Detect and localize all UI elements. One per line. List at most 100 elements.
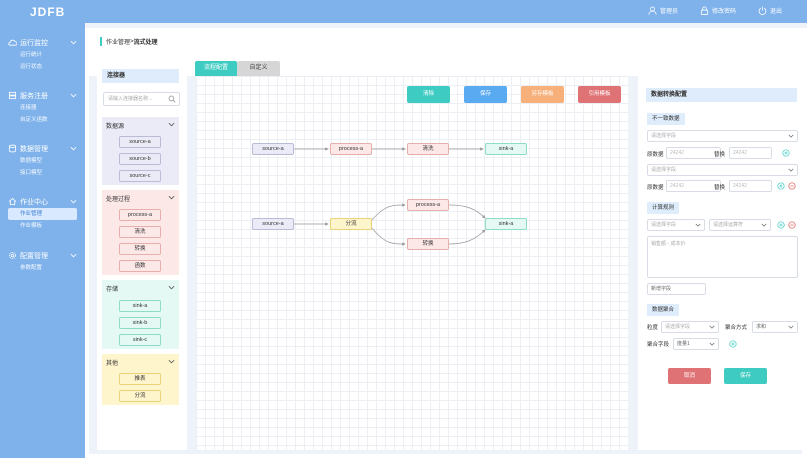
connector-item[interactable]: 函数 [119, 260, 161, 272]
home-icon [8, 197, 17, 206]
operator-select[interactable]: 请选择运算符 [709, 219, 771, 231]
cancel-button[interactable]: 取消 [668, 368, 711, 384]
chevron-down-icon [70, 146, 77, 151]
connector-item[interactable]: 转换 [119, 243, 161, 255]
flow-canvas[interactable] [196, 76, 628, 450]
connector-item[interactable]: source-c [119, 170, 161, 182]
connector-item[interactable]: source-b [119, 153, 161, 165]
connector-item[interactable]: sink-b [119, 317, 161, 329]
flow-edge [448, 229, 486, 245]
connector-item[interactable]: sink-c [119, 334, 161, 346]
sidebar-item-connector[interactable]: 连接器 [20, 105, 37, 111]
agg-field-select[interactable]: 度量1 [673, 338, 719, 350]
raw-data-input[interactable]: 24242 [666, 180, 721, 192]
expression-textarea[interactable]: 销售额 - 成本价 [647, 236, 798, 278]
search-icon [168, 95, 176, 103]
sidebar-group-job-header[interactable]: 作业中心 [0, 195, 85, 208]
sidebar-item-job-template[interactable]: 作业模板 [20, 223, 43, 229]
flow-node-sink[interactable]: sink-a [485, 218, 527, 230]
tab-flow-config[interactable]: 流程配置 [195, 61, 237, 76]
user-icon [648, 6, 657, 15]
lock-icon [700, 6, 709, 15]
clear-button[interactable]: 清除 [407, 86, 450, 103]
new-field-input[interactable]: 新增字段 [647, 283, 706, 295]
chevron-down-icon[interactable] [168, 194, 175, 201]
user-menu[interactable]: 管理员 [648, 6, 678, 15]
remove-circle-icon[interactable] [788, 182, 796, 190]
raw-data-label: 原数据 [647, 152, 664, 158]
connector-item[interactable]: sink-a [119, 300, 161, 312]
logout-button[interactable]: 退出 [758, 6, 782, 15]
connector-item[interactable]: 分流 [119, 390, 161, 402]
change-password-button[interactable]: 修改密码 [700, 6, 736, 15]
category-other: 其他 推表 分流 [102, 354, 179, 405]
select-value: 求和 [756, 324, 767, 330]
sidebar-item-data-model[interactable]: 数据模型 [20, 158, 43, 164]
sidebar-item-param-config[interactable]: 参数配置 [20, 265, 43, 271]
compute-field-select[interactable]: 请选择字段 [647, 219, 705, 231]
sidebar-item-interface-model[interactable]: 接口模型 [20, 170, 43, 176]
sidebar-group-label: 数据管理 [20, 145, 48, 153]
flow-node-transform[interactable]: 转换 [407, 238, 449, 250]
sidebar-item-custom-function[interactable]: 自定义函数 [20, 117, 48, 123]
connector-item[interactable]: process-a [119, 209, 161, 221]
sidebar-group-monitor-header[interactable]: 运行监控 [0, 36, 85, 49]
add-circle-icon[interactable] [777, 182, 785, 190]
flow-node-process[interactable]: process-a [330, 143, 372, 155]
chevron-down-icon[interactable] [168, 284, 175, 291]
flow-edge [448, 204, 486, 219]
tab-custom[interactable]: 自定义 [237, 61, 280, 76]
user-name: 管理员 [660, 9, 679, 15]
category-title: 存储 [106, 287, 119, 293]
sidebar-item-job-management[interactable]: 作业管理 [8, 208, 77, 220]
sidebar-group-service: 服务注册 连接器 自定义函数 [0, 89, 85, 126]
add-circle-icon[interactable] [782, 149, 790, 157]
select-placeholder: 请选择字段 [651, 167, 677, 173]
connector-item[interactable]: 推表 [119, 373, 161, 385]
config-save-button[interactable]: 保存 [724, 368, 767, 384]
chevron-down-icon [788, 325, 794, 329]
select-placeholder: 请选择运算符 [713, 222, 744, 228]
flow-node-process[interactable]: process-a [407, 199, 449, 211]
chevron-down-icon [788, 168, 794, 172]
field-select[interactable]: 请选择字段 [647, 130, 798, 142]
use-template-button[interactable]: 引用模板 [578, 86, 621, 103]
connector-item[interactable]: 清洗 [119, 226, 161, 238]
flow-node-clean[interactable]: 清洗 [407, 143, 449, 155]
remove-circle-icon[interactable] [788, 221, 796, 229]
sidebar-item-stats[interactable]: 运行统计 [20, 52, 43, 58]
server-icon [8, 91, 17, 100]
sidebar-group-service-header[interactable]: 服务注册 [0, 89, 85, 102]
flow-node-source[interactable]: source-a [252, 218, 294, 230]
granularity-select[interactable]: 请选择字段 [661, 321, 719, 333]
replace-input[interactable]: 24242 [729, 180, 772, 192]
add-circle-icon[interactable] [729, 340, 737, 348]
field-select[interactable]: 请选择字段 [647, 164, 798, 176]
connector-item[interactable]: source-a [119, 136, 161, 148]
section-aggregation: 数据聚合 [647, 304, 680, 316]
add-circle-icon[interactable] [777, 221, 785, 229]
database-icon [8, 144, 17, 153]
agg-method-label: 聚合方式 [725, 325, 748, 331]
chevron-down-icon[interactable] [168, 121, 175, 128]
raw-data-input[interactable]: 24242 [666, 147, 721, 159]
agg-method-select[interactable]: 求和 [752, 321, 798, 333]
sidebar: 运行监控 运行统计 运行状态 服务注册 连接器 自定义函数 数据管理 数据模型 … [0, 23, 85, 458]
save-as-template-button[interactable]: 另存模板 [521, 86, 564, 103]
replace-input[interactable]: 24242 [729, 147, 772, 159]
breadcrumb-parent[interactable]: 作业管理 [106, 40, 131, 46]
granularity-label: 粒度 [647, 325, 659, 331]
flow-node-source[interactable]: source-a [252, 143, 294, 155]
save-button[interactable]: 保存 [464, 86, 507, 103]
flow-node-sink[interactable]: sink-a [485, 143, 527, 155]
sidebar-group-data-header[interactable]: 数据管理 [0, 142, 85, 155]
top-bar: JDFB 管理员 修改密码 退出 [0, 0, 807, 23]
sidebar-item-status[interactable]: 运行状态 [20, 64, 43, 70]
flow-node-split[interactable]: 分流 [330, 218, 372, 230]
flow-edge [371, 203, 406, 221]
power-icon [758, 6, 767, 15]
chevron-down-icon[interactable] [168, 358, 175, 365]
connector-search-input[interactable]: 请输入连接器名称... [103, 92, 180, 106]
sidebar-group-config-header[interactable]: 配置管理 [0, 249, 85, 262]
cloud-icon [8, 39, 17, 46]
